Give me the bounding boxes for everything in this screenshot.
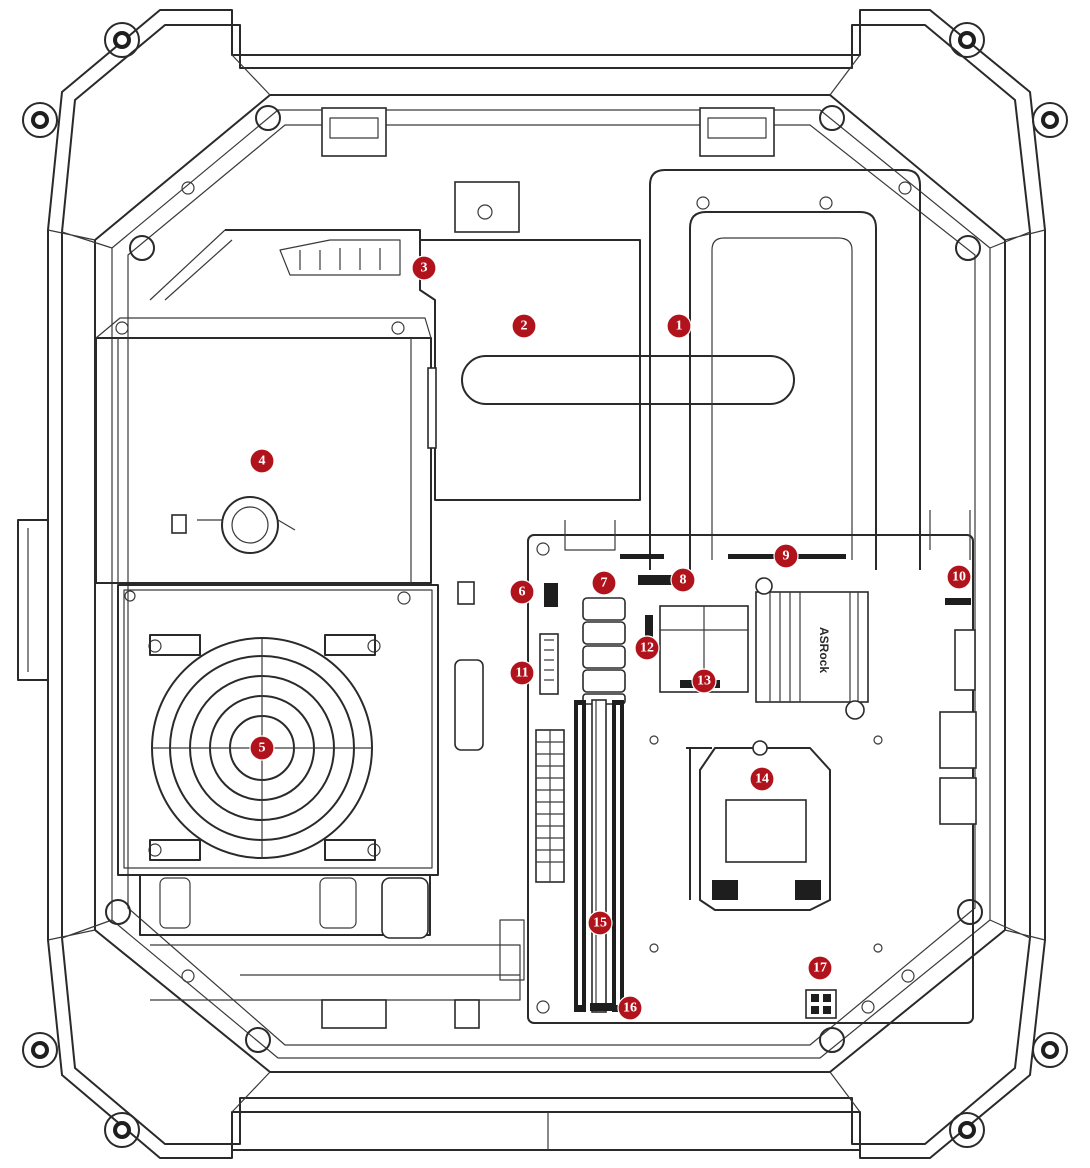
callout-7-label: 7	[601, 576, 608, 591]
callout-12: 12	[634, 635, 660, 661]
callout-2: 2	[511, 313, 537, 339]
callout-8: 8	[670, 567, 696, 593]
callout-10: 10	[946, 564, 972, 590]
callout-6: 6	[509, 579, 535, 605]
callout-12-label: 12	[640, 641, 654, 656]
callout-15: 15	[587, 910, 613, 936]
board-logo: ASRock	[817, 627, 831, 673]
callout-14-label: 14	[755, 772, 769, 787]
sata-ports	[582, 597, 626, 705]
liquid-cooler-tube	[649, 169, 921, 570]
lower-bracket	[139, 581, 525, 1029]
callout-16-label: 16	[623, 1001, 637, 1016]
callout-5: 5	[249, 735, 275, 761]
cpu-socket	[686, 740, 831, 911]
callout-1-label: 1	[676, 319, 683, 334]
case-fan	[117, 584, 439, 876]
atx-power-connector	[535, 729, 565, 883]
callout-5-label: 5	[259, 741, 266, 756]
callout-9-label: 9	[783, 549, 790, 564]
callout-8-label: 8	[680, 573, 687, 588]
callout-13: 13	[691, 668, 717, 694]
callout-3: 3	[411, 255, 437, 281]
callout-17: 17	[807, 955, 833, 981]
callout-14: 14	[749, 766, 775, 792]
memory-slots	[574, 699, 624, 1013]
callout-17-label: 17	[813, 961, 827, 976]
callout-10-label: 10	[952, 570, 966, 585]
callout-3-label: 3	[421, 261, 428, 276]
standoff-holes	[105, 105, 983, 1053]
chassis-frame	[17, 9, 1046, 1159]
callout-1: 1	[666, 313, 692, 339]
callout-9: 9	[773, 543, 799, 569]
callout-6-label: 6	[519, 585, 526, 600]
callout-11: 11	[509, 660, 535, 686]
callout-7: 7	[591, 570, 617, 596]
callout-4-label: 4	[259, 454, 266, 469]
callout-2-label: 2	[521, 319, 528, 334]
callout-4: 4	[249, 448, 275, 474]
callout-11-label: 11	[515, 666, 528, 681]
psu-bracket	[149, 181, 795, 501]
corner-screw-icon	[22, 22, 1068, 1148]
callout-15-label: 15	[593, 916, 607, 931]
drive-cage	[95, 317, 437, 584]
callout-16: 16	[617, 995, 643, 1021]
chipset-heatsink: ASRock	[755, 577, 869, 720]
top-clips	[321, 107, 775, 157]
callout-13-label: 13	[697, 674, 711, 689]
